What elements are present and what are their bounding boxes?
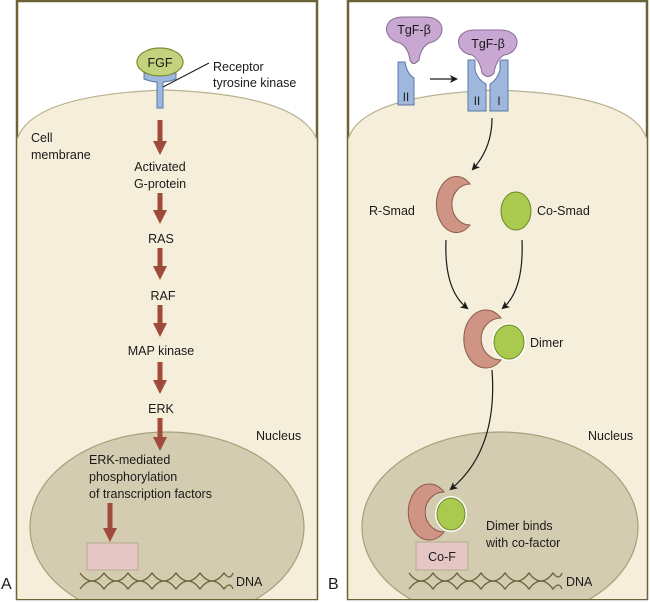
dimer-binds-line1: Dimer binds — [486, 519, 553, 533]
step-erk: ERK — [148, 402, 174, 416]
r-smad — [435, 176, 472, 233]
receptor-ii-label: II — [403, 92, 409, 104]
arrow-rsmad-to-dimer — [445, 239, 469, 310]
arrow-receptor-to-rsmad — [471, 117, 493, 171]
co-smad — [500, 191, 532, 231]
step-raf: RAF — [151, 289, 176, 303]
transcription-factor-box — [86, 542, 139, 571]
receptor-i-label: I — [497, 96, 500, 108]
nucleus-label-a: Nucleus — [256, 429, 301, 443]
arrow-to-transcription-factor — [103, 503, 117, 542]
fgf-label: FGF — [148, 56, 173, 70]
dna-label-b: DNA — [566, 575, 593, 589]
step-activated-gprotein-line1: Activated — [134, 160, 185, 174]
co-factor-box — [415, 541, 469, 571]
fgf-ligand: FGF — [136, 47, 184, 77]
r-smad-label: R-Smad — [369, 204, 415, 218]
dna-helix-b — [408, 571, 563, 591]
tgf-beta-ligand-unbound: TgF-β — [386, 16, 443, 64]
dna-label-a: DNA — [236, 575, 263, 589]
arrow-erk-to-nucleus — [153, 418, 167, 451]
cell-membrane-label-line1: Cell — [31, 131, 53, 145]
step-activated-gprotein-line2: G-protein — [134, 177, 186, 191]
step-map-kinase: MAP kinase — [128, 344, 195, 358]
panel-a: FGF Receptor tyrosine kinase Cell membra… — [1, 0, 319, 601]
panel-b: TgF-β II II I TgF-β R-Smad Co-Smad — [328, 0, 649, 601]
receptor-pointer-line — [162, 62, 210, 88]
tgf-beta-bound-label: TgF-β — [471, 37, 505, 51]
arrow-dimer-to-nucleus — [449, 369, 494, 491]
arrow-mapk-to-erk — [153, 362, 167, 394]
arrow-cosmad-to-dimer — [501, 239, 523, 310]
nucleus-label-b: Nucleus — [588, 429, 633, 443]
receptor-ii-bound-label: II — [474, 96, 480, 108]
cell-membrane-label-line2: membrane — [31, 148, 91, 162]
receptor-ii-unbound: II — [397, 61, 415, 106]
tgf-beta-label: TgF-β — [397, 23, 431, 37]
dimer-label: Dimer — [530, 336, 563, 350]
receptor-label-line2: tyrosine kinase — [213, 76, 296, 90]
panel-letter-b: B — [328, 576, 339, 593]
receptor-label-line1: Receptor — [213, 60, 264, 74]
arrow-ras-to-raf — [153, 248, 167, 280]
nuclear-step-line2: phosphorylation — [89, 470, 177, 484]
nuclear-step-line3: of transcription factors — [89, 487, 212, 501]
receptor-complex: II I TgF-β — [457, 28, 519, 112]
nuclear-step-line1: ERK-mediated — [89, 453, 170, 467]
dimer — [463, 309, 526, 369]
arrow-gprotein-to-ras — [153, 193, 167, 224]
arrow-fgf-to-gprotein — [153, 120, 167, 155]
dna-helix-a — [79, 571, 234, 591]
arrow-raf-to-mapk — [153, 305, 167, 337]
dimer-bound — [407, 483, 467, 541]
panel-letter-a: A — [1, 576, 12, 593]
co-factor-label: Co-F — [428, 550, 456, 564]
step-ras: RAS — [148, 232, 174, 246]
co-smad-label: Co-Smad — [537, 204, 590, 218]
dimer-binds-line2: with co-factor — [485, 536, 560, 550]
